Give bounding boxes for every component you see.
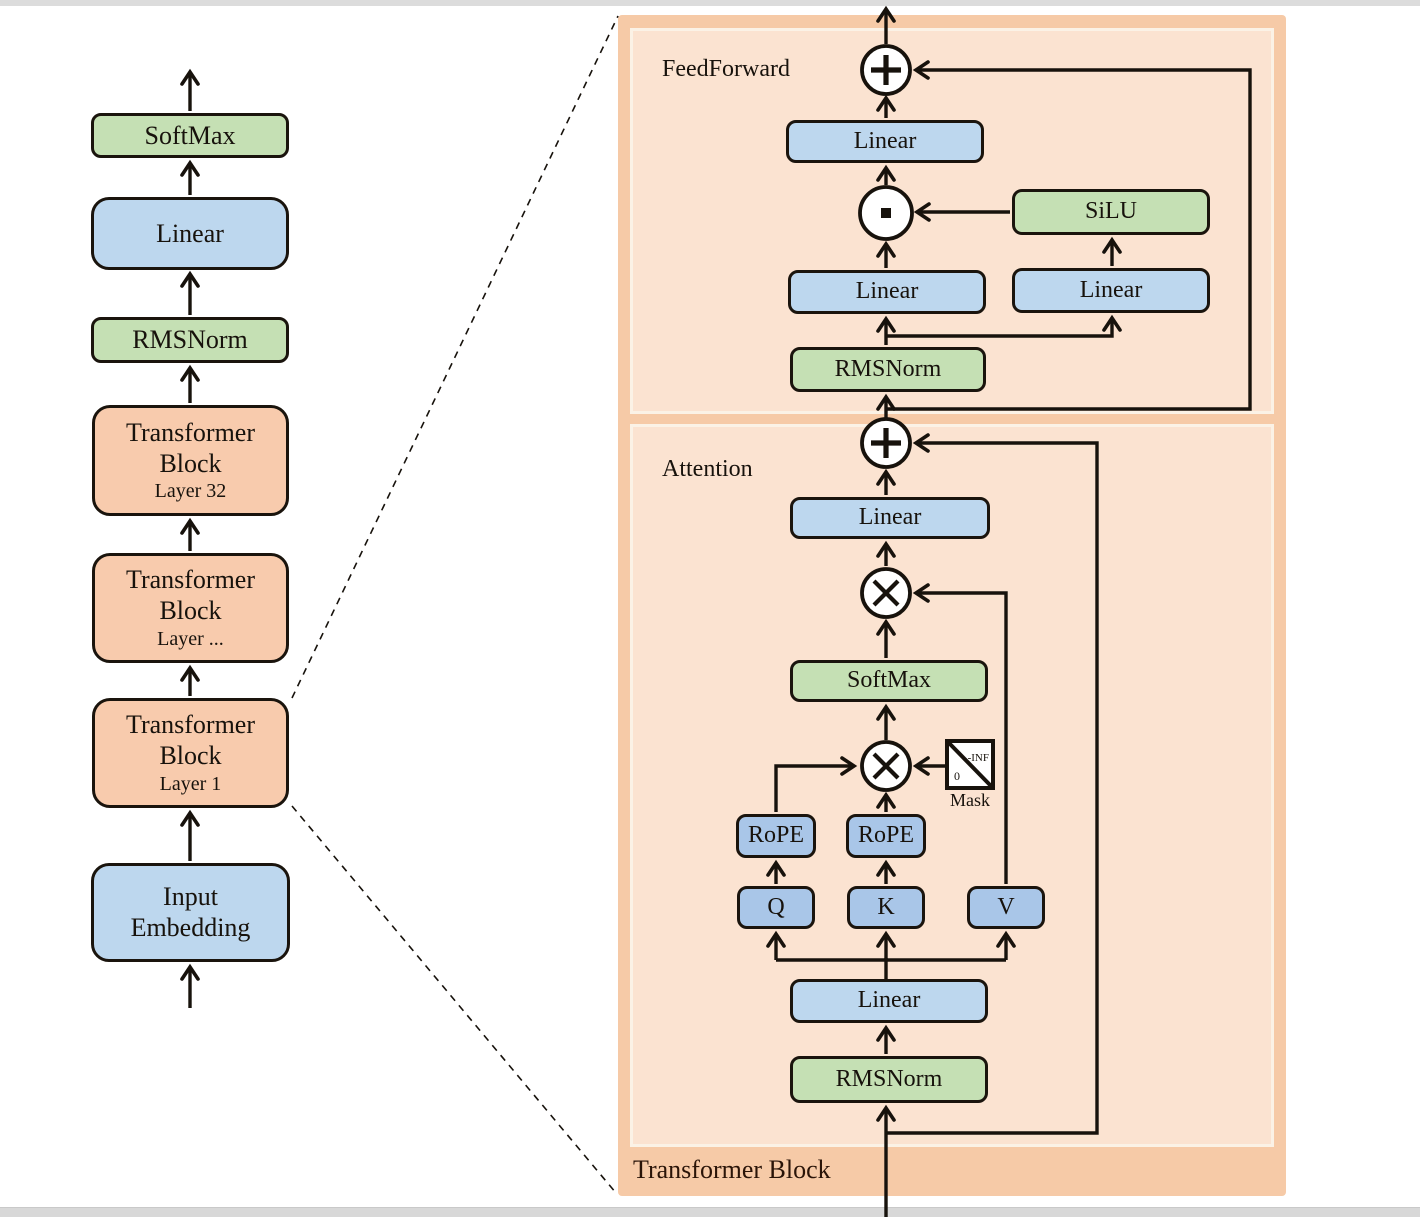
feedforward-label: FeedForward bbox=[662, 56, 790, 82]
attn-rmsnorm-box: RMSNorm bbox=[790, 1056, 988, 1103]
mask-caption: Mask bbox=[950, 790, 990, 810]
matmul-av-icon bbox=[860, 567, 912, 619]
top-gray-strip bbox=[0, 0, 1420, 6]
zoom-dashed-lines bbox=[291, 15, 619, 1194]
mask-zero-text: 0 bbox=[954, 769, 960, 783]
attention-connectors bbox=[766, 433, 1099, 1217]
add-op-attention-icon bbox=[860, 417, 912, 469]
tb32-line3: Layer 32 bbox=[154, 480, 227, 503]
left-linear-box: Linear bbox=[91, 197, 289, 270]
transformer-block-layer32-box: Transformer Block Layer 32 bbox=[92, 405, 289, 516]
attn-linear-out-box: Linear bbox=[790, 497, 990, 539]
ff-linear-gate-box: Linear bbox=[788, 270, 986, 314]
attention-label: Attention bbox=[662, 456, 753, 482]
transformer-block-layer-mid-box: Transformer Block Layer ... bbox=[92, 553, 289, 663]
transformer-block-layer1-box: Transformer Block Layer 1 bbox=[92, 698, 289, 808]
causal-mask-icon: -INF 0 Mask bbox=[945, 739, 995, 810]
input-embedding-box: Input Embedding bbox=[91, 863, 290, 962]
tb1-line1: Transformer bbox=[125, 710, 256, 740]
rope-k-box: RoPE bbox=[846, 814, 926, 858]
left-softmax-box: SoftMax bbox=[91, 113, 289, 158]
tbmid-line3: Layer ... bbox=[157, 627, 224, 650]
ff-rmsnorm-box: RMSNorm bbox=[790, 347, 986, 392]
tb1-line2: Block bbox=[159, 741, 222, 770]
add-op-feedforward-icon bbox=[860, 44, 912, 96]
input-embedding-line1: Input bbox=[163, 881, 218, 911]
attn-softmax-box: SoftMax bbox=[790, 660, 988, 702]
v-projection-box: V bbox=[967, 886, 1045, 929]
elementwise-multiply-icon bbox=[858, 185, 914, 241]
k-projection-box: K bbox=[847, 886, 925, 929]
left-rmsnorm-box: RMSNorm bbox=[91, 317, 289, 363]
transformer-block-panel-title: Transformer Block bbox=[633, 1155, 831, 1184]
tb32-line2: Block bbox=[159, 448, 222, 478]
ff-linear-out-box: Linear bbox=[786, 120, 984, 163]
mask-neg-inf-text: -INF bbox=[968, 752, 989, 764]
rope-q-box: RoPE bbox=[736, 814, 816, 858]
matmul-qk-icon bbox=[860, 740, 912, 792]
input-embedding-line2: Embedding bbox=[130, 912, 251, 942]
tbmid-line2: Block bbox=[159, 596, 222, 625]
ff-silu-box: SiLU bbox=[1012, 189, 1210, 235]
attn-linear-qkv-box: Linear bbox=[790, 979, 988, 1023]
tb32-line1: Transformer bbox=[125, 417, 256, 447]
q-projection-box: Q bbox=[737, 886, 815, 929]
tbmid-line1: Transformer bbox=[125, 565, 256, 595]
ff-linear-up-box: Linear bbox=[1012, 268, 1210, 313]
tb1-line3: Layer 1 bbox=[159, 772, 222, 795]
bottom-gray-strip bbox=[0, 1207, 1420, 1217]
